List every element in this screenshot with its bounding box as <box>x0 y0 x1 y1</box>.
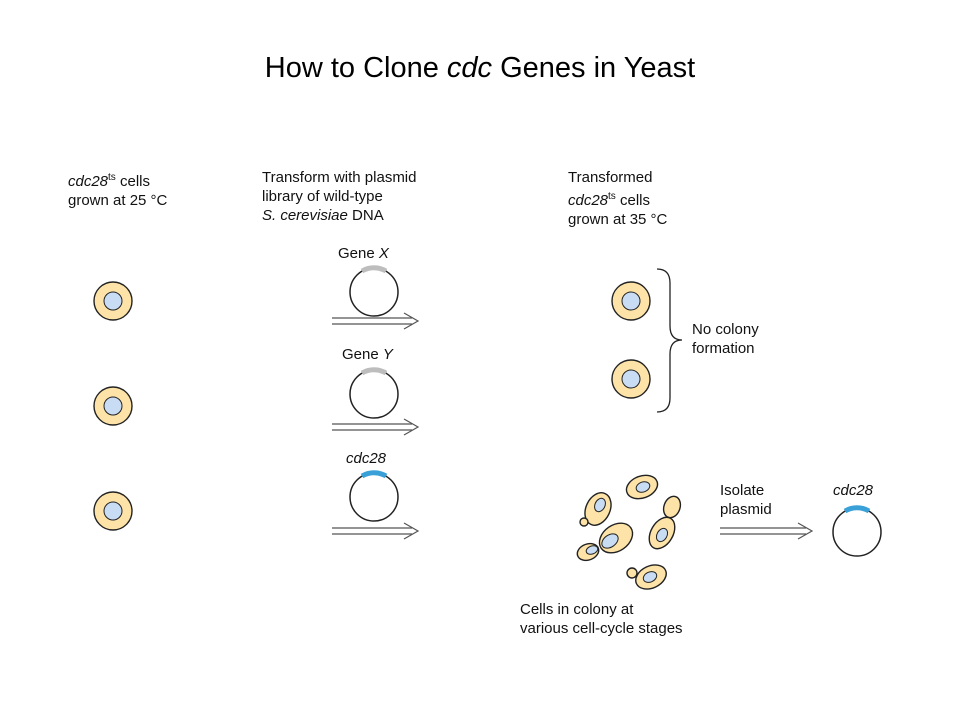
plasmid-label-gene-x: Gene X <box>338 245 389 262</box>
col2-heading: Transform with plasmid library of wild-t… <box>262 169 417 224</box>
isolate-arrow <box>720 522 814 540</box>
ts-cell-1 <box>93 281 133 321</box>
transform-arrow-1 <box>332 312 420 330</box>
transformed-cell-2 <box>611 359 651 399</box>
colony-cell <box>626 564 667 590</box>
plasmid-cdc28 <box>349 470 399 522</box>
slide-title: How to Clone cdc Genes in Yeast <box>264 52 696 84</box>
plasmid-gene-x <box>349 265 399 317</box>
colony-cell <box>648 516 676 550</box>
colony <box>576 474 682 590</box>
col1-heading: cdc28ts cells grown at 25 °C <box>68 172 168 209</box>
plasmid-label-gene-y: Gene Y <box>342 346 393 363</box>
colony-cell <box>576 542 600 562</box>
result-plasmid-label: cdc28 <box>833 482 874 499</box>
ts-cell-3 <box>93 491 133 531</box>
no-colony-brace <box>656 268 683 413</box>
col3-heading: Transformed cdc28ts cells grown at 35 °C <box>568 169 668 228</box>
transformed-cell-1 <box>611 281 651 321</box>
colony-cell <box>625 474 659 500</box>
plasmid-label-cdc28: cdc28 <box>346 450 387 467</box>
transform-arrow-2 <box>332 418 420 436</box>
ts-cell-2 <box>93 386 133 426</box>
colony-cell <box>579 492 612 527</box>
isolated-plasmid-cdc28 <box>832 505 882 557</box>
plasmid-gene-y <box>349 367 399 419</box>
colony-cell <box>662 495 682 519</box>
transform-arrow-3 <box>332 522 420 540</box>
colony-cell <box>598 522 634 554</box>
